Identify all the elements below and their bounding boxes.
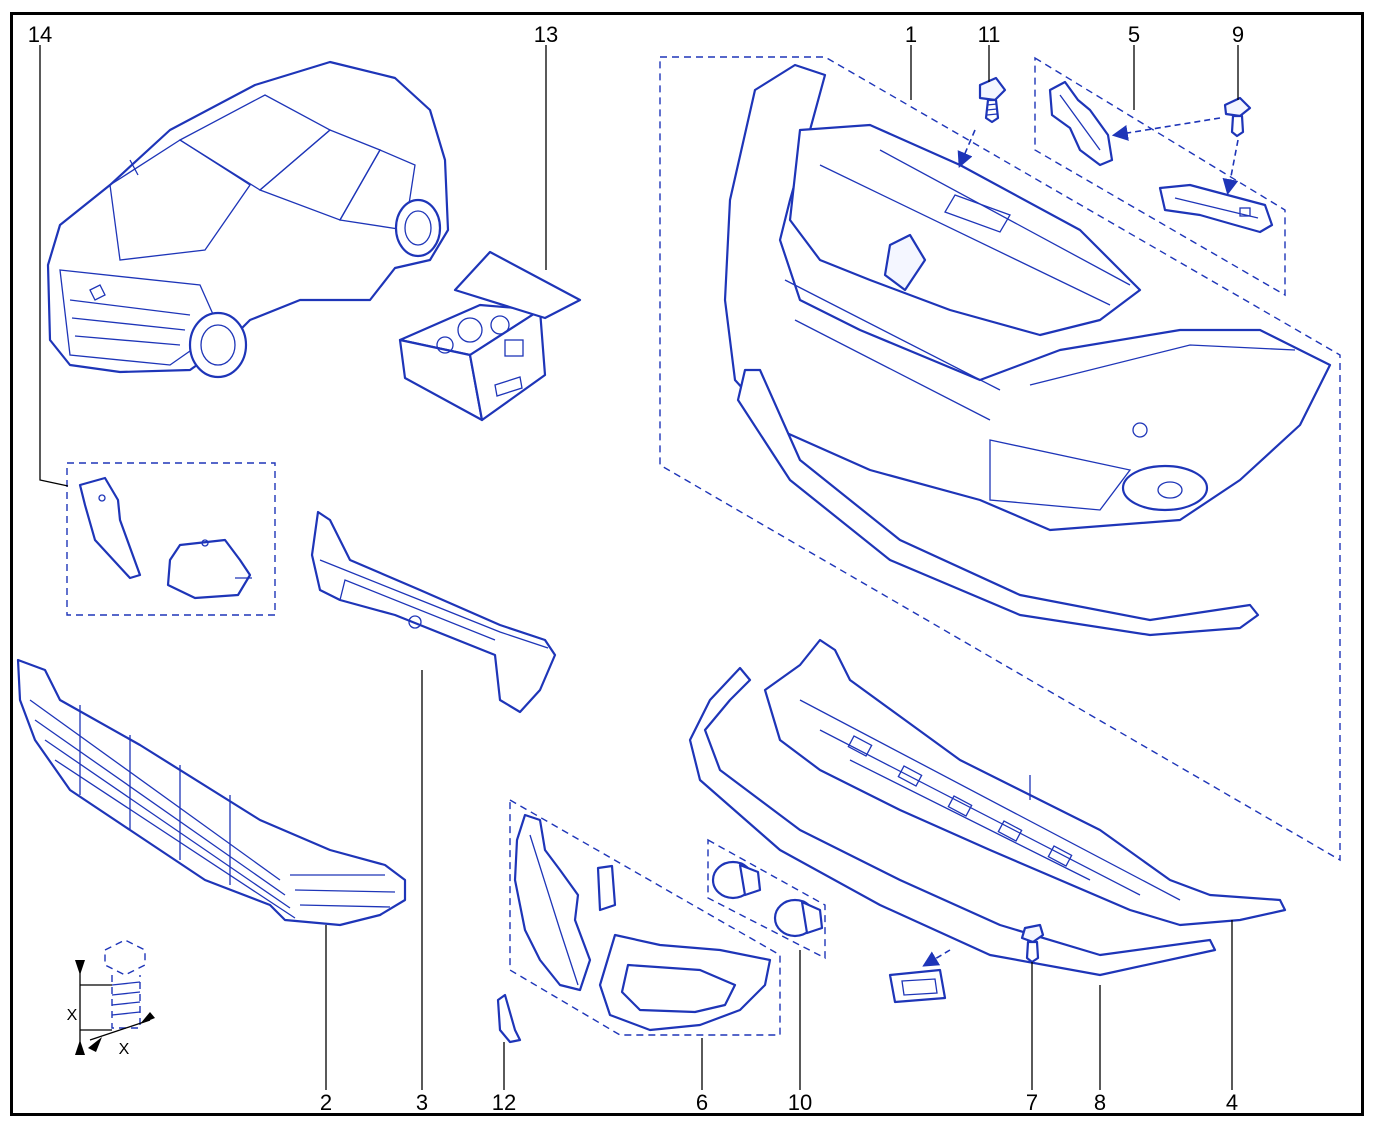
screw-11 xyxy=(957,76,1007,168)
fog-surround-6a xyxy=(513,813,592,992)
diagram-frame xyxy=(10,12,1364,1116)
leader-lines xyxy=(39,45,1239,1090)
front-bumper-1 xyxy=(723,63,1332,532)
undertray-lip xyxy=(688,666,1217,977)
bracket-14a xyxy=(78,476,142,580)
callout-2: 2 xyxy=(320,1090,332,1115)
fog-surround-box xyxy=(509,798,781,1036)
clip-12 xyxy=(496,993,522,1044)
bracket-6c xyxy=(596,864,617,912)
clip-7 xyxy=(1020,923,1045,964)
bracket-5a xyxy=(1048,80,1114,167)
bracket-14b xyxy=(166,538,252,600)
bracket-5b xyxy=(1158,183,1274,234)
screw-dimension-detail xyxy=(75,939,155,1055)
grille-panel-3 xyxy=(310,510,557,714)
callout-labels: 14 13 1 11 5 9 2 3 12 6 10 7 8 4 X X xyxy=(28,22,1244,1115)
callout-13: 13 xyxy=(534,22,558,47)
callout-4: 4 xyxy=(1226,1090,1238,1115)
callout-11: 11 xyxy=(978,22,1001,47)
undertray-4 xyxy=(763,638,1287,927)
fastener-kit-box xyxy=(398,250,582,422)
dimension-x-diagonal: X xyxy=(119,1041,130,1058)
fog-surround-6b xyxy=(598,933,772,1032)
lower-grille-2 xyxy=(16,658,407,927)
callout-5: 5 xyxy=(1128,22,1140,47)
callout-12: 12 xyxy=(492,1090,516,1115)
screw-9 xyxy=(1111,96,1252,196)
vehicle-illustration xyxy=(46,60,450,379)
seal-plate xyxy=(888,949,951,1004)
callout-6: 6 xyxy=(696,1090,708,1115)
dimension-x-vertical: X xyxy=(67,1007,78,1024)
callout-7: 7 xyxy=(1026,1090,1038,1115)
callout-10: 10 xyxy=(788,1090,812,1115)
bracket-5-box xyxy=(1034,56,1286,297)
bumper-lower-strip xyxy=(736,368,1260,637)
fog-light-10a xyxy=(711,860,762,900)
fog-light-box xyxy=(707,838,826,960)
callout-3: 3 xyxy=(416,1090,428,1115)
callout-8: 8 xyxy=(1094,1090,1106,1115)
callout-14: 14 xyxy=(28,22,52,47)
callout-1: 1 xyxy=(905,22,917,47)
callout-9: 9 xyxy=(1232,22,1244,47)
bumper-group-box xyxy=(659,56,1341,862)
fog-light-10b xyxy=(773,898,824,938)
